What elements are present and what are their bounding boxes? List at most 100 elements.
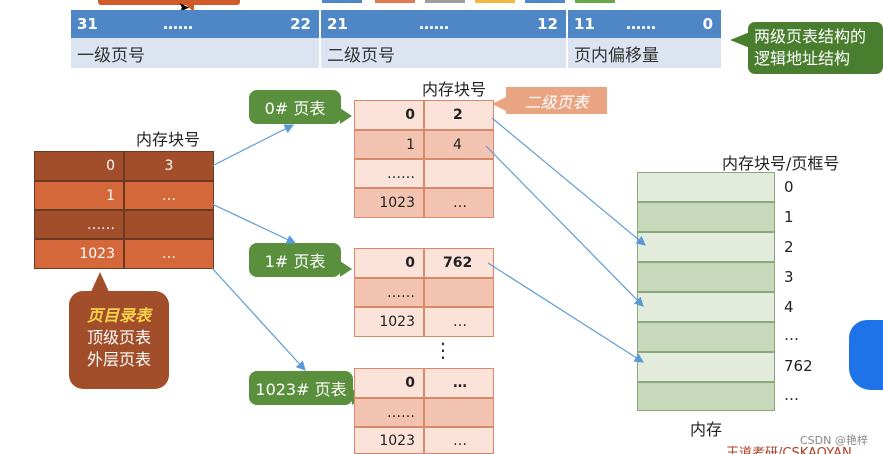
pt1023-val: … — [424, 368, 494, 398]
arrow-pt0-to-mem4 — [485, 145, 644, 307]
bit-high: 31 — [77, 15, 98, 33]
second-level-tag: 二级页表 — [506, 87, 607, 114]
logical-address-note: 两级页表结构的 逻辑地址结构 — [748, 22, 883, 74]
dir-val: … — [124, 239, 214, 269]
table-1023-label: 1023# 页表 — [249, 371, 353, 405]
memory-block — [637, 232, 775, 262]
memory-label: 762 — [784, 357, 813, 375]
arrow-pt1-to-mem762 — [487, 262, 645, 363]
bit-low: 12 — [537, 15, 558, 33]
pt1023-idx: 1023 — [354, 427, 424, 454]
pt0-val — [424, 159, 494, 188]
level1-page-number-label: 一级页号 — [71, 38, 319, 68]
directory-callout: 页目录表 顶级页表 外层页表 — [69, 291, 169, 389]
memory-block — [637, 172, 775, 202]
directory-callout-pointer — [90, 272, 110, 294]
color-tab — [575, 0, 615, 3]
memory-label: 1 — [784, 208, 794, 226]
dir-idx: 0 — [34, 151, 124, 181]
orange-shape-top — [98, 0, 240, 5]
bit-high: 21 — [327, 15, 348, 33]
table-1-label: 1# 页表 — [249, 243, 341, 277]
pt0-val: … — [424, 188, 494, 218]
address-segment-1: 31 …… 22 — [71, 10, 319, 38]
pt1-idx: 0 — [354, 248, 424, 278]
blue-blob — [849, 320, 883, 390]
memory-block — [637, 202, 775, 232]
arrow-dir1-to-pt1 — [211, 203, 297, 244]
bit-low: 0 — [702, 15, 713, 33]
address-segment-2: 21 …… 12 — [321, 10, 566, 38]
address-segment-3: 11 …… 0 — [568, 10, 721, 38]
arrow-dir1023-to-pt1023 — [211, 267, 306, 371]
memory-label: 0 — [784, 178, 794, 196]
pt1-idx: …… — [354, 278, 424, 307]
dir-val: … — [124, 181, 214, 210]
note-line: 两级页表结构的 — [754, 27, 867, 46]
bit-dots: …… — [626, 15, 656, 33]
orange-pointer-top — [180, 0, 194, 12]
pt1-val: 762 — [424, 248, 494, 278]
memory-label: 3 — [784, 268, 794, 286]
table-1-label-pointer — [340, 261, 352, 277]
pt1-val — [424, 278, 494, 307]
callout-line: 外层页表 — [86, 350, 151, 369]
pt0-idx: …… — [354, 159, 424, 188]
note-line: 逻辑地址结构 — [754, 49, 851, 68]
address-bit-row: 31 …… 22 21 …… 12 11 …… 0 — [71, 10, 721, 38]
bit-high: 11 — [574, 15, 595, 33]
more-tables-ellipsis: ⋮ — [433, 338, 453, 362]
memory-block — [637, 322, 775, 352]
dir-idx: …… — [34, 210, 124, 239]
note-pointer — [730, 32, 750, 48]
directory-header: 内存块号 — [136, 130, 201, 149]
memory-block — [637, 382, 775, 411]
level2-page-number-label: 二级页号 — [321, 38, 566, 68]
dir-idx: 1 — [34, 181, 124, 210]
memory-block — [637, 352, 775, 382]
memory-label: … — [784, 386, 799, 404]
pt0-idx: 0 — [354, 100, 424, 130]
callout-title: 页目录表 — [86, 306, 151, 325]
memory-caption: 内存 — [690, 420, 723, 439]
memory-header: 内存块号/页框号 — [722, 154, 840, 173]
pt1023-idx: 0 — [354, 368, 424, 398]
arrow-pt0-to-mem2 — [491, 117, 646, 246]
callout-line: 顶级页表 — [86, 328, 151, 347]
dir-idx: 1023 — [34, 239, 124, 269]
color-tab — [475, 0, 515, 3]
pt0-idx: 1023 — [354, 188, 424, 218]
arrow-dir0-to-pt0 — [211, 124, 295, 167]
cursor-icon: ➤ — [178, 0, 190, 16]
second-level-header: 内存块号 — [422, 80, 487, 99]
footer-brand: 王道考研/CSKAOYAN — [726, 446, 852, 454]
bit-dots: …… — [419, 15, 449, 33]
pt0-idx: 1 — [354, 130, 424, 159]
memory-label: 4 — [784, 298, 794, 316]
color-tab — [425, 0, 465, 3]
watermark: CSDN @艳梓 — [800, 434, 868, 447]
memory-block — [637, 292, 775, 322]
dir-val: 3 — [124, 151, 214, 181]
color-tab — [525, 0, 565, 3]
pt1-idx: 1023 — [354, 307, 424, 337]
memory-label: 2 — [784, 238, 794, 256]
pt1023-idx: …… — [354, 398, 424, 427]
table-0-label: 0# 页表 — [249, 90, 341, 124]
second-level-tag-pointer — [492, 97, 506, 111]
memory-label: … — [784, 326, 799, 344]
table-0-label-pointer — [340, 108, 352, 124]
bit-low: 22 — [290, 15, 311, 33]
dir-val — [124, 210, 214, 239]
pt1023-val: … — [424, 427, 494, 454]
color-tab — [375, 0, 415, 3]
bit-dots: …… — [163, 15, 193, 33]
pt0-val: 2 — [424, 100, 494, 130]
color-tab — [322, 0, 362, 3]
pt0-val: 4 — [424, 130, 494, 159]
page-offset-label: 页内偏移量 — [568, 38, 721, 68]
pt1-val: … — [424, 307, 494, 337]
memory-block — [637, 262, 775, 292]
pt1023-val — [424, 398, 494, 427]
